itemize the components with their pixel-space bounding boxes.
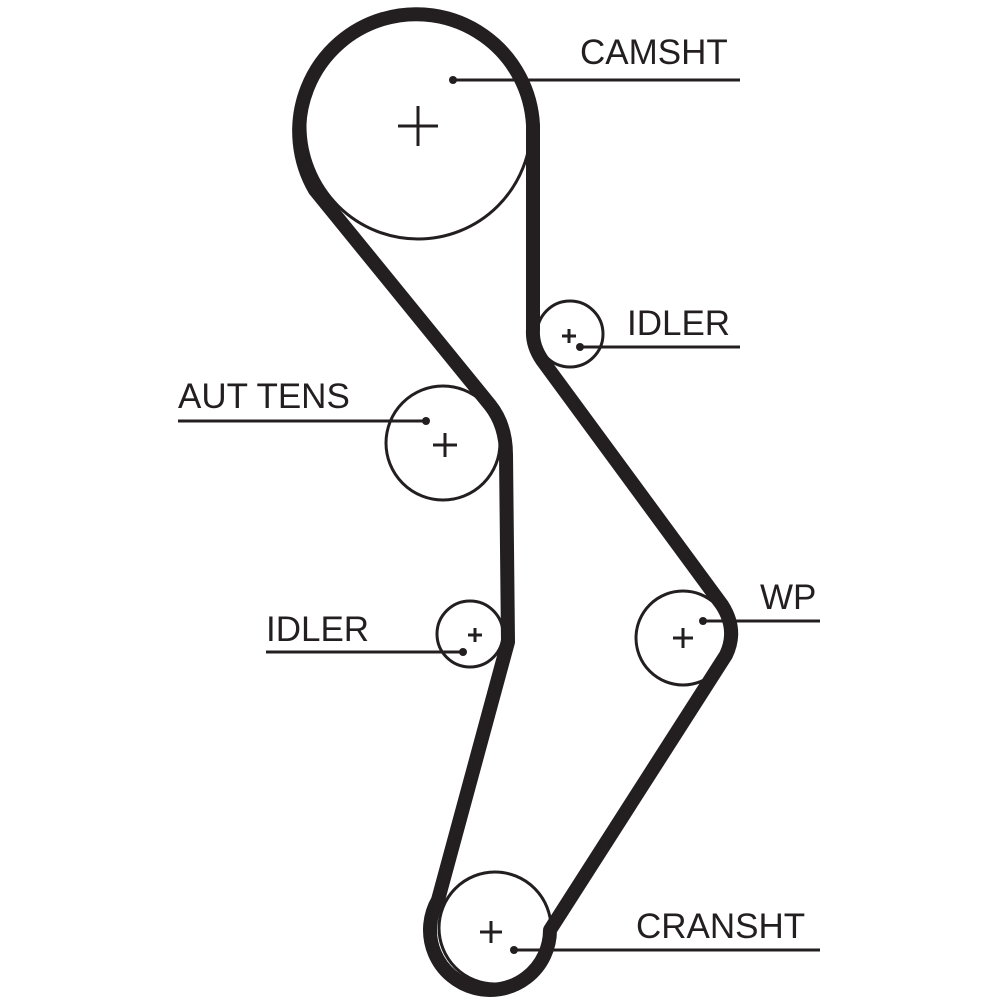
label-idler-bottom: IDLER <box>266 610 369 649</box>
leader-lines <box>178 76 820 954</box>
idler-bottom-pulley <box>435 599 505 669</box>
label-idler-top: IDLER <box>627 304 730 343</box>
timing-belt <box>292 7 739 997</box>
label-tensioner: AUT TENS <box>178 377 350 416</box>
label-water-pump: WP <box>760 578 816 617</box>
label-crankshaft: CRANSHT <box>636 907 805 946</box>
label-camshaft: CAMSHT <box>580 33 728 72</box>
